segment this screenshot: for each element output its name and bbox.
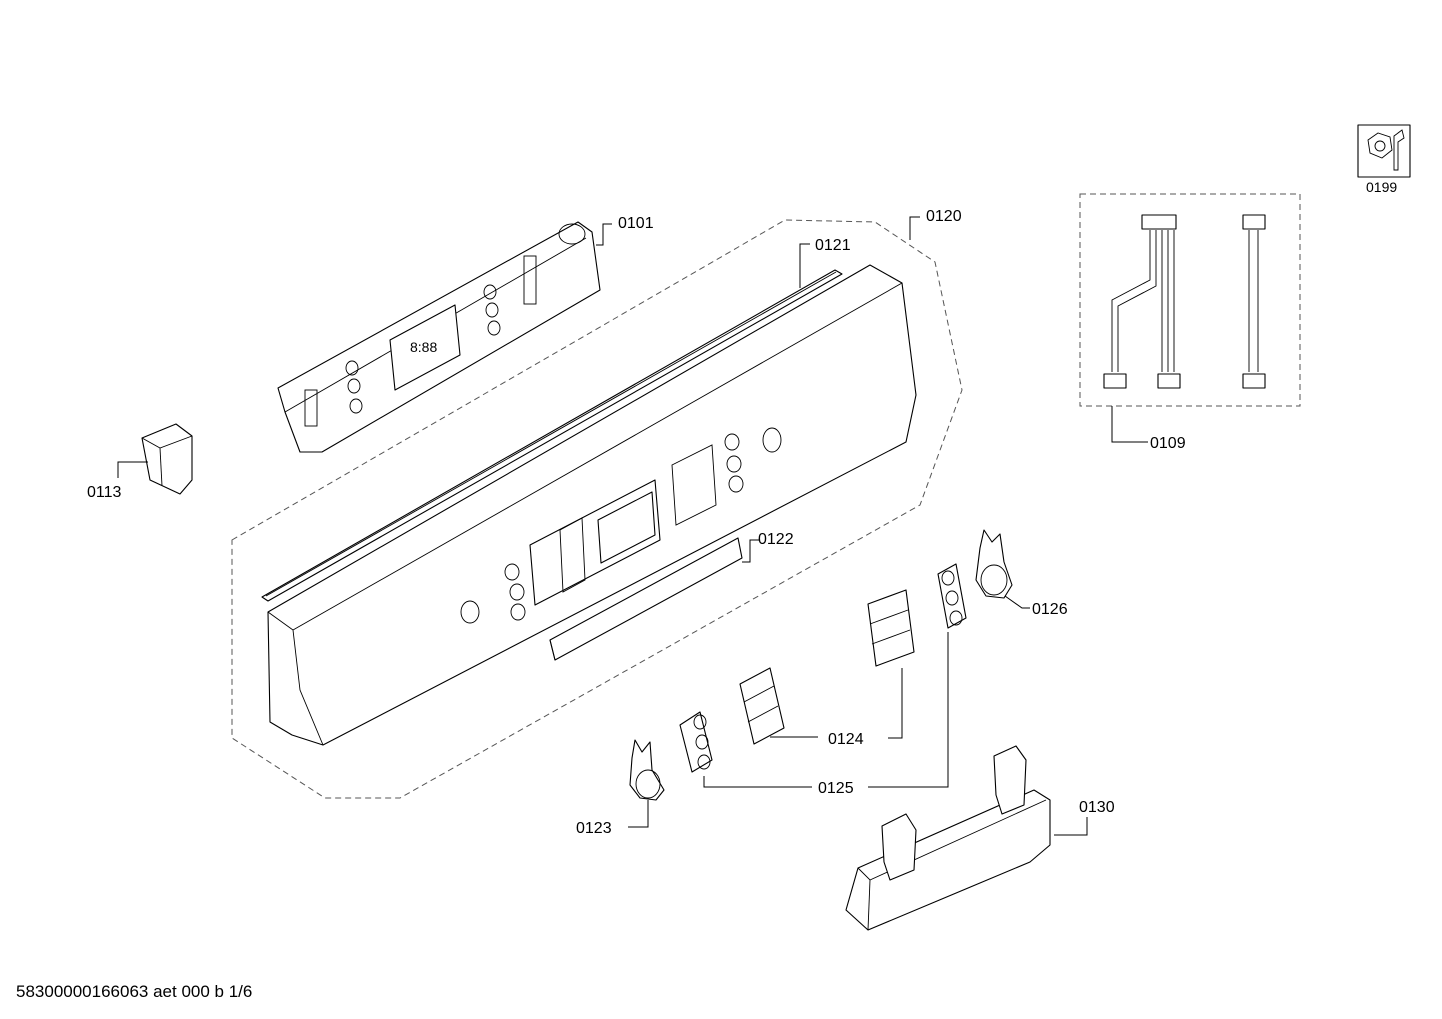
wrench-nut-icon [1357,124,1411,178]
callout-0125: 0125 [818,780,854,797]
callout-0199: 0199 [1366,179,1397,195]
part-0124-rocker-a [739,667,785,745]
part-0121-trim-strip [261,269,843,602]
callout-0126: 0126 [1032,601,1068,618]
callout-0113: 0113 [87,484,122,501]
callout-0120: 0120 [926,208,962,225]
part-0113-connector [141,423,193,495]
part-0122-handle-strip [549,537,743,661]
group-0120-outline [231,219,963,799]
part-0124-rocker-b [867,589,915,667]
callout-0130: 0130 [1079,799,1115,816]
callout-0123: 0123 [576,820,612,837]
part-0126-knob [975,529,1013,599]
part-0123-knob [629,739,665,801]
callout-0124: 0124 [828,731,864,748]
callout-0101: 0101 [618,215,654,232]
part-0120-control-panel [267,264,917,746]
part-0101-electronic-module: 8:88 [277,221,601,453]
part-0109-cable-set [1079,193,1301,407]
document-code: 58300000166063 aet 000 b 1/6 [16,982,252,1001]
callout-labels: 0101 0120 0121 0122 0113 0109 0199 0126 … [87,179,1397,837]
callout-0121: 0121 [815,237,851,254]
part-0130-bracket [845,745,1051,931]
display-readout: 8:88 [410,339,437,355]
part-0125-button-set-a [679,711,713,773]
leader-lines [117,216,1148,836]
callout-0122: 0122 [758,531,794,548]
part-0125-button-set-b [937,563,967,629]
callout-0109: 0109 [1150,435,1186,452]
